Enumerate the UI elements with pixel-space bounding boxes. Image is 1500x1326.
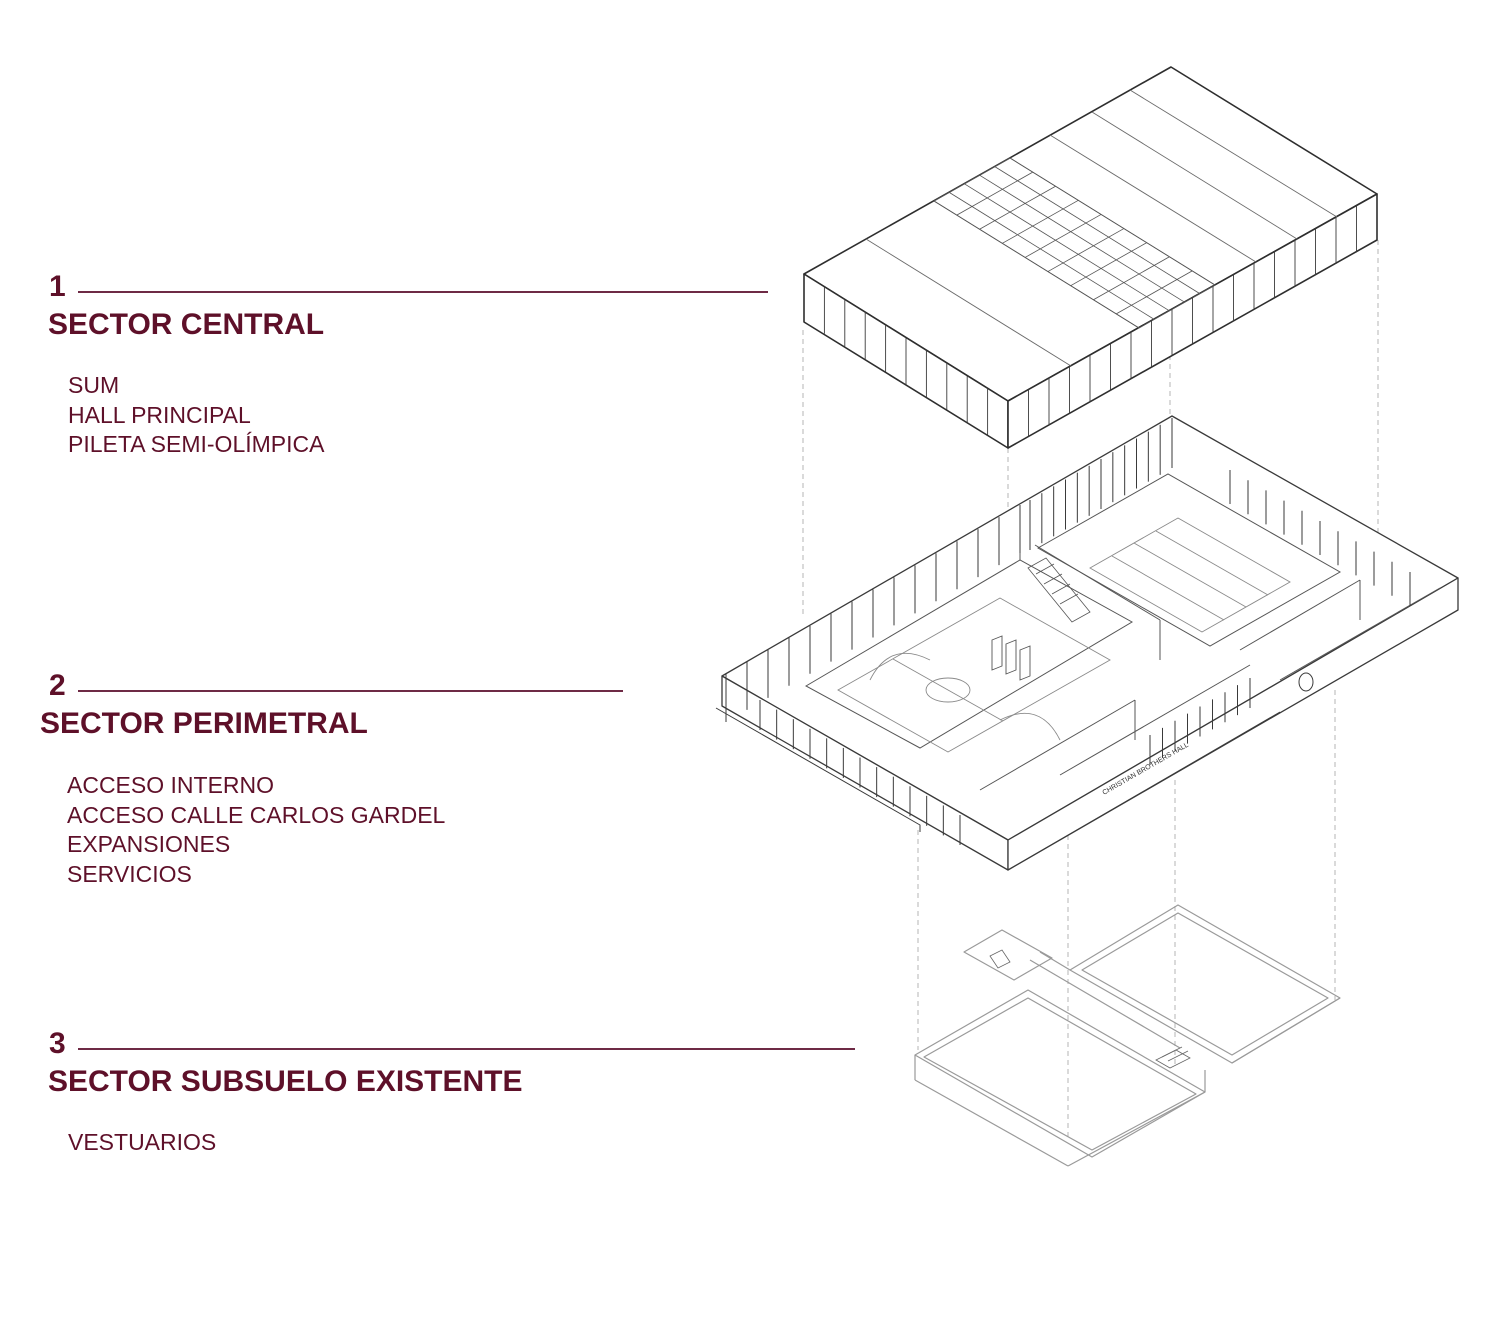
skylight-grid-line — [933, 200, 1140, 329]
sector-3-title: SECTOR SUBSUELO EXISTENTE — [48, 1065, 523, 1098]
pool-lanes — [1089, 517, 1291, 633]
perimetral-inner-walls — [804, 473, 1441, 791]
sector-1-item: SUM — [68, 372, 120, 398]
skylight-grid — [933, 157, 1216, 329]
sector-central-roof-volume — [803, 66, 1378, 449]
sector-2-item: EXPANSIONES — [67, 831, 231, 857]
skylight-grid-line — [964, 183, 1170, 312]
sector-2-item-list: ACCESO INTERNO ACCESO CALLE CARLOS GARDE… — [67, 771, 445, 889]
basement-stair — [989, 949, 1191, 1069]
skylight-grid-line — [933, 157, 1011, 202]
sector-subsuelo-volume — [914, 904, 1341, 1167]
basketball-court — [837, 597, 1111, 753]
skylight-grid-line — [1047, 228, 1125, 272]
plinth-right-face — [1007, 577, 1459, 871]
skylight-grid-line — [979, 185, 1056, 230]
skylight-grid-line — [994, 166, 1201, 294]
plinth-top-outline — [721, 415, 1459, 841]
skylight-grid-line — [1024, 214, 1102, 258]
sector-2-number: 2 — [49, 669, 66, 702]
sector-perimetral-volume — [715, 415, 1459, 871]
basement-corridor — [963, 929, 1053, 981]
roof-facade-mullions — [823, 205, 1357, 437]
sector-1-item-list: SUM HALL PRINCIPAL PILETA SEMI-OLÍMPICA — [68, 371, 324, 460]
round-opening-icon — [1298, 672, 1314, 692]
sector-1-title: SECTOR CENTRAL — [48, 308, 325, 341]
skylight-grid-line — [1002, 199, 1079, 244]
skylight-grid-line — [979, 174, 1185, 303]
sector-3-number: 3 — [49, 1027, 66, 1060]
sector-1-number: 1 — [49, 270, 66, 303]
skylight-grid-line — [1070, 242, 1147, 287]
skylight-grid-line — [1116, 270, 1193, 315]
stair — [1027, 557, 1091, 623]
sector-2-item: ACCESO INTERNO — [67, 772, 275, 798]
sector-1-leader-line — [78, 291, 768, 293]
sector-2-item: ACCESO CALLE CARLOS GARDEL — [67, 801, 446, 828]
sector-3-item: VESTUARIOS — [68, 1129, 217, 1155]
sector-1-item: HALL PRINCIPAL — [68, 401, 251, 428]
perimetral-columns — [725, 418, 1411, 845]
skylight-grid-line — [1009, 157, 1216, 286]
sector-3-item-list: VESTUARIOS — [68, 1128, 216, 1158]
sector-2-leader-line — [78, 690, 623, 692]
sector-3-leader-line — [78, 1048, 855, 1050]
skylight-grid-line — [948, 192, 1155, 320]
skylight-grid-line — [1093, 256, 1170, 301]
sector-2-item: SERVICIOS — [67, 860, 192, 887]
skylight-grid-line — [956, 171, 1033, 216]
partition-panels — [991, 635, 1031, 681]
projection-lines — [802, 240, 1379, 1140]
sector-2-title: SECTOR PERIMETRAL — [40, 707, 368, 740]
sector-1-item: PILETA SEMI-OLÍMPICA — [68, 431, 325, 457]
